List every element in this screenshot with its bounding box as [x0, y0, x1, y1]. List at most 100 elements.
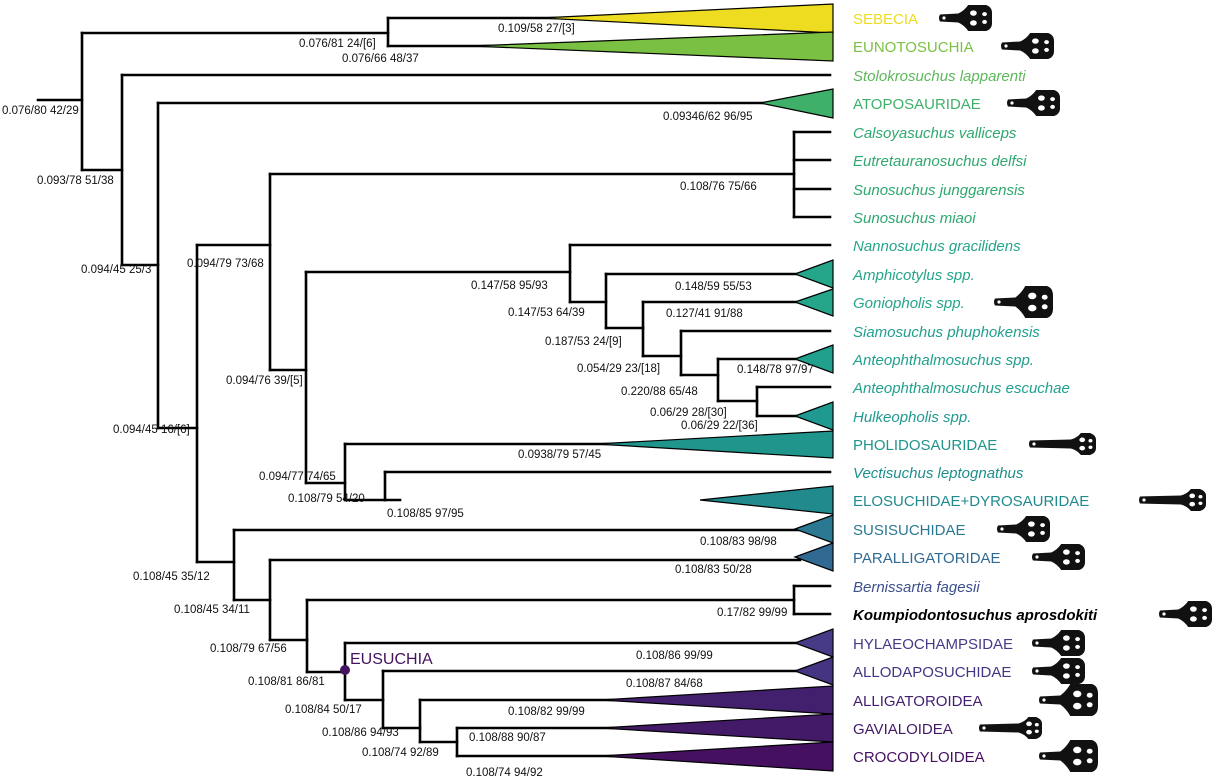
- skull-fenestra: [982, 19, 987, 24]
- eusuchia-node-dot: [340, 665, 350, 675]
- node-support-label: 0.108/85 97/95: [387, 508, 464, 520]
- skull-naris: [1035, 669, 1039, 673]
- skull-fenestra: [1075, 637, 1080, 642]
- node-support-label: 0.108/84 50/17: [285, 704, 362, 716]
- node-support-label: 0.108/83 50/28: [675, 564, 752, 576]
- skull-fenestra: [1198, 501, 1203, 506]
- node-support-label: 0.108/88 90/87: [469, 732, 546, 744]
- node-support-label: 0.06/29 22/[36]: [681, 420, 758, 432]
- skull-silhouette-eunotosuchia: [1001, 33, 1054, 59]
- skull-orbit: [970, 20, 977, 26]
- node-support-label: 0.220/88 65/48: [621, 386, 698, 398]
- skull-silhouette-elosuchidae: [1139, 489, 1206, 511]
- taxon-label-sebecia: SEBECIA: [853, 11, 918, 28]
- skull-orbit: [1063, 663, 1070, 669]
- skull-fenestra: [1041, 304, 1048, 310]
- skull-fenestra: [1040, 523, 1045, 528]
- skull-orbit: [1032, 38, 1039, 44]
- skull-orbit: [1073, 690, 1082, 698]
- node-support-label: 0.076/66 48/37: [342, 53, 419, 65]
- clade-triangle-amphicotylus: [793, 259, 834, 289]
- skull-orbit: [1038, 95, 1045, 101]
- clade-triangle-hylaeochampsidae: [793, 628, 834, 658]
- node-support-label: 0.094/79 73/68: [187, 258, 264, 270]
- node-support-label: 0.094/45 25/3: [81, 264, 151, 276]
- skull-orbit: [1026, 729, 1032, 735]
- taxon-label-crocodyloidea: CROCODYLOIDEA: [853, 749, 985, 766]
- skull-fenestra: [1044, 40, 1049, 45]
- skull-outline: [979, 717, 1042, 739]
- skull-fenestra: [1050, 104, 1055, 109]
- taxon-label-bernissartia: Bernissartia fagesii: [853, 579, 980, 596]
- skull-orbit: [1028, 521, 1035, 527]
- skull-fenestra: [1040, 530, 1045, 535]
- skull-fenestra: [1088, 438, 1093, 443]
- taxon-label-anteophthalmosuchus: Anteophthalmosuchus spp.: [852, 352, 1034, 369]
- node-support-label: 0.0938/79 57/45: [518, 449, 601, 461]
- skull-fenestra: [1086, 702, 1093, 708]
- node-support-label: 0.094/76 39/[5]: [226, 375, 303, 387]
- skull-orbit: [1038, 105, 1045, 111]
- skull-orbit: [1028, 531, 1035, 537]
- node-support-label: 0.108/45 34/11: [174, 604, 250, 616]
- clade-triangle-pholidosauridae: [594, 430, 834, 459]
- skull-orbit: [1189, 493, 1196, 499]
- taxon-label-siamosuchus: Siamosuchus phuphokensis: [853, 324, 1040, 341]
- taxon-label-stolokrosuchus: Stolokrosuchus lapparenti: [853, 68, 1026, 85]
- skull-silhouette-allodaposuchidae: [1032, 658, 1085, 684]
- skull-orbit: [1073, 746, 1082, 754]
- skull-fenestra: [1075, 551, 1080, 556]
- skull-naris: [1042, 754, 1046, 758]
- skull-orbit: [1026, 721, 1032, 727]
- taxon-label-sunosuchus_m: Sunosuchus miaoi: [853, 210, 976, 227]
- node-support-label: 0.108/74 94/92: [466, 767, 543, 778]
- node-support-label: 0.094/45 16/[6]: [113, 424, 190, 436]
- skull-silhouette-atoposauridae: [1007, 90, 1060, 116]
- skull-naris: [1142, 498, 1146, 502]
- node-support-label: 0.148/78 97/97: [737, 364, 814, 376]
- skull-outline: [994, 286, 1053, 318]
- skull-naris: [997, 300, 1001, 304]
- taxon-label-koumpiodontosuchus: Koumpiodontosuchus aprosdokiti: [853, 607, 1098, 624]
- taxon-label-goniopholis: Goniopholis spp.: [853, 295, 965, 312]
- skull-outline: [1039, 684, 1098, 716]
- skull-orbit: [1063, 549, 1070, 555]
- node-support-label: 0.108/81 86/81: [248, 676, 325, 688]
- skull-outline: [1139, 489, 1206, 511]
- skull-fenestra: [1086, 748, 1093, 754]
- skull-silhouette-goniopholis: [994, 286, 1053, 318]
- skull-naris: [1035, 641, 1039, 645]
- node-support-label: 0.109/58 27/[3]: [498, 23, 575, 35]
- node-support-label: 0.054/29 23/[18]: [577, 363, 660, 375]
- node-support-label: 0.09346/62 96/95: [663, 111, 753, 123]
- taxon-label-hylaeochampsidae: HYLAEOCHAMPSIDAE: [853, 636, 1013, 653]
- clade-triangle-goniopholis: [793, 288, 834, 317]
- taxon-label-eunotosuchia: EUNOTOSUCHIA: [853, 39, 974, 56]
- taxon-label-paralligatoridae: PARALLIGATORIDAE: [853, 550, 1001, 567]
- skull-outline: [1039, 740, 1098, 772]
- skull-naris: [1010, 101, 1014, 105]
- skull-orbit: [1190, 606, 1197, 612]
- clade-triangle-crocodyloidea: [599, 741, 834, 772]
- skull-outline: [1007, 90, 1060, 116]
- skull-fenestra: [1034, 729, 1039, 734]
- skull-orbit: [1063, 559, 1070, 565]
- node-support-label: 0.076/81 24/[6]: [299, 38, 376, 50]
- skull-orbit: [1079, 437, 1086, 443]
- skull-silhouette-crocodyloidea: [1039, 740, 1098, 772]
- skull-silhouette-gavialoidea: [979, 717, 1042, 739]
- clade-triangle-sebecia: [539, 3, 834, 34]
- skull-naris: [1035, 555, 1039, 559]
- skull-silhouette-koumpiodontosuchus: [1159, 601, 1212, 627]
- clade-triangle-hulkeopholis: [793, 401, 834, 431]
- tree-branches: [36, 16, 832, 758]
- node-support-label: 0.108/79 54/20: [288, 493, 365, 505]
- node-support-label: 0.187/53 24/[9]: [545, 336, 622, 348]
- skull-orbit: [1063, 645, 1070, 651]
- node-support-label: 0.108/79 67/56: [210, 643, 287, 655]
- node-support-label: 0.06/29 28/[30]: [650, 407, 727, 419]
- skull-fenestra: [1075, 665, 1080, 670]
- skull-orbit: [1190, 616, 1197, 622]
- node-support-label: 0.093/78 51/38: [37, 175, 114, 187]
